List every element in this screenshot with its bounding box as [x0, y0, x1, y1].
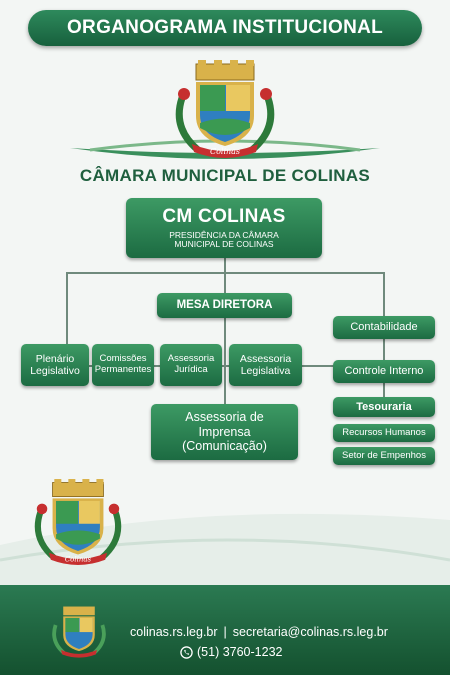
node-subtitle: PRESIDÊNCIA DA CÂMARA [169, 229, 279, 240]
node-contabilidade: Contabilidade [333, 316, 435, 339]
node-label: Plenário [35, 352, 75, 365]
coat-of-arms-icon: Colinas [34, 479, 122, 565]
node-title: CM COLINAS [162, 205, 286, 227]
node-recursos-humanos: Recursos Humanos [333, 424, 435, 442]
connector [66, 272, 384, 274]
connector [224, 258, 226, 404]
footer-contacts: colinas.rs.leg.br | secretaria@colinas.rs.… [130, 625, 388, 639]
node-label: Jurídica [174, 364, 208, 375]
separator: | [223, 625, 227, 639]
svg-text:Colinas: Colinas [210, 147, 240, 156]
entity-name: CÂMARA MUNICIPAL DE COLINAS [79, 166, 371, 185]
website-link[interactable]: colinas.rs.leg.br [130, 625, 218, 639]
svg-text:Colinas: Colinas [65, 554, 92, 563]
node-tesouraria: Tesouraria [333, 397, 435, 417]
page-title: ORGANOGRAMA INSTITUCIONAL [28, 10, 422, 46]
node-assessoria-juridica: Assessoria Jurídica [160, 344, 222, 386]
node-label: Imprensa [198, 424, 251, 439]
node-comissoes-permanentes: Comissões Permanentes [92, 344, 154, 386]
node-label: Assessoria [167, 353, 215, 365]
node-subtitle: MUNICIPAL DE COLINAS [174, 239, 274, 250]
node-label: Controle Interno [344, 365, 424, 378]
node-label: Tesouraria [356, 400, 412, 413]
node-label: Permanentes [94, 364, 152, 375]
connector [66, 365, 384, 367]
phone-number[interactable]: (51) 3760-1232 [197, 645, 283, 659]
node-label: Legislativo [30, 365, 80, 377]
coat-of-arms-icon: Colinas [175, 60, 275, 158]
node-plenario-legislativo: Plenário Legislativo [21, 344, 89, 386]
email-link[interactable]: secretaria@colinas.rs.leg.br [232, 625, 388, 639]
node-mesa-diretora: MESA DIRETORA [157, 293, 292, 318]
node-label: Contabilidade [350, 321, 418, 334]
node-label: Assessoria de [185, 410, 264, 425]
node-label: Recursos Humanos [342, 426, 426, 438]
node-label: Legislativa [240, 365, 291, 377]
node-label: Comissões [99, 353, 147, 365]
node-assessoria-imprensa: Assessoria de Imprensa (Comunicação) [151, 404, 298, 460]
node-label: Assessoria [239, 352, 292, 365]
whatsapp-icon [180, 645, 193, 659]
footer-phone: (51) 3760-1232 [180, 645, 282, 659]
coat-of-arms-icon [52, 606, 106, 658]
node-setor-empenhos: Setor de Empenhos [333, 447, 435, 465]
node-controle-interno: Controle Interno [333, 360, 435, 383]
node-label: MESA DIRETORA [176, 298, 273, 311]
node-assessoria-legislativa: Assessoria Legislativa [229, 344, 302, 386]
node-label: (Comunicação) [182, 439, 267, 454]
node-label: Setor de Empenhos [342, 449, 426, 461]
connector [66, 272, 68, 344]
node-cm-colinas: CM COLINAS PRESIDÊNCIA DA CÂMARA MUNICIP… [126, 198, 322, 258]
